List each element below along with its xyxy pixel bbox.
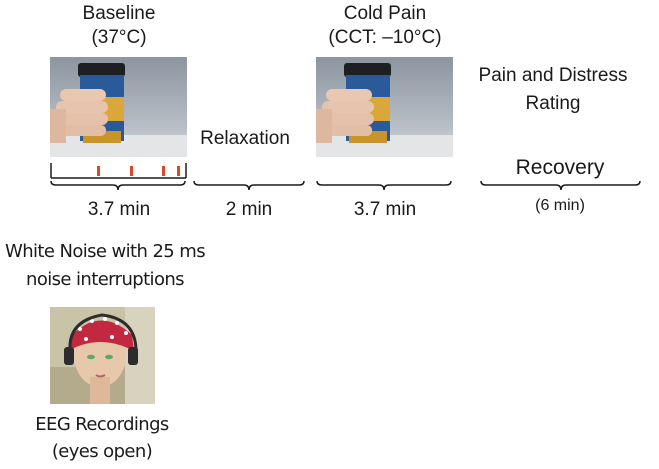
relaxation-brace	[193, 180, 305, 191]
recovery-brace	[480, 180, 641, 191]
cold-pain-brace	[316, 180, 452, 191]
baseline-cup-photo	[50, 57, 187, 157]
cold-pain-title: Cold Pain	[343, 3, 427, 24]
eeg-line1: EEG Recordings	[35, 414, 169, 435]
cold-pain-cup-photo	[316, 57, 453, 157]
stimulus-line1: White Noise with 25 ms	[5, 241, 206, 262]
eeg-cap-photo	[50, 307, 155, 404]
cold-pain-duration: 3.7 min	[353, 199, 417, 220]
noise-marker	[177, 166, 180, 176]
relaxation-duration: 2 min	[225, 199, 273, 220]
baseline-timeline	[50, 163, 187, 179]
baseline-brace	[50, 180, 186, 191]
noise-marker	[130, 166, 133, 176]
rating-label-line1: Pain and Distress	[478, 65, 628, 86]
noise-marker	[97, 166, 100, 176]
relaxation-title: Relaxation	[200, 128, 290, 149]
baseline-title: Baseline	[82, 3, 156, 24]
baseline-temp: (37°C)	[91, 27, 147, 48]
stimulus-line2: noise interruptions	[26, 269, 185, 290]
eeg-line2: (eyes open)	[51, 441, 153, 462]
rating-label-line2: Rating	[525, 93, 581, 114]
recovery-title: Recovery	[515, 156, 605, 179]
hand-cup-image	[50, 57, 187, 157]
hand-cup-image	[316, 57, 453, 157]
recovery-duration: (6 min)	[535, 197, 585, 214]
cold-pain-temp: (CCT: –10°C)	[328, 27, 442, 48]
baseline-duration: 3.7 min	[87, 199, 151, 220]
noise-marker	[162, 166, 165, 176]
eeg-mannequin-image	[50, 307, 155, 404]
